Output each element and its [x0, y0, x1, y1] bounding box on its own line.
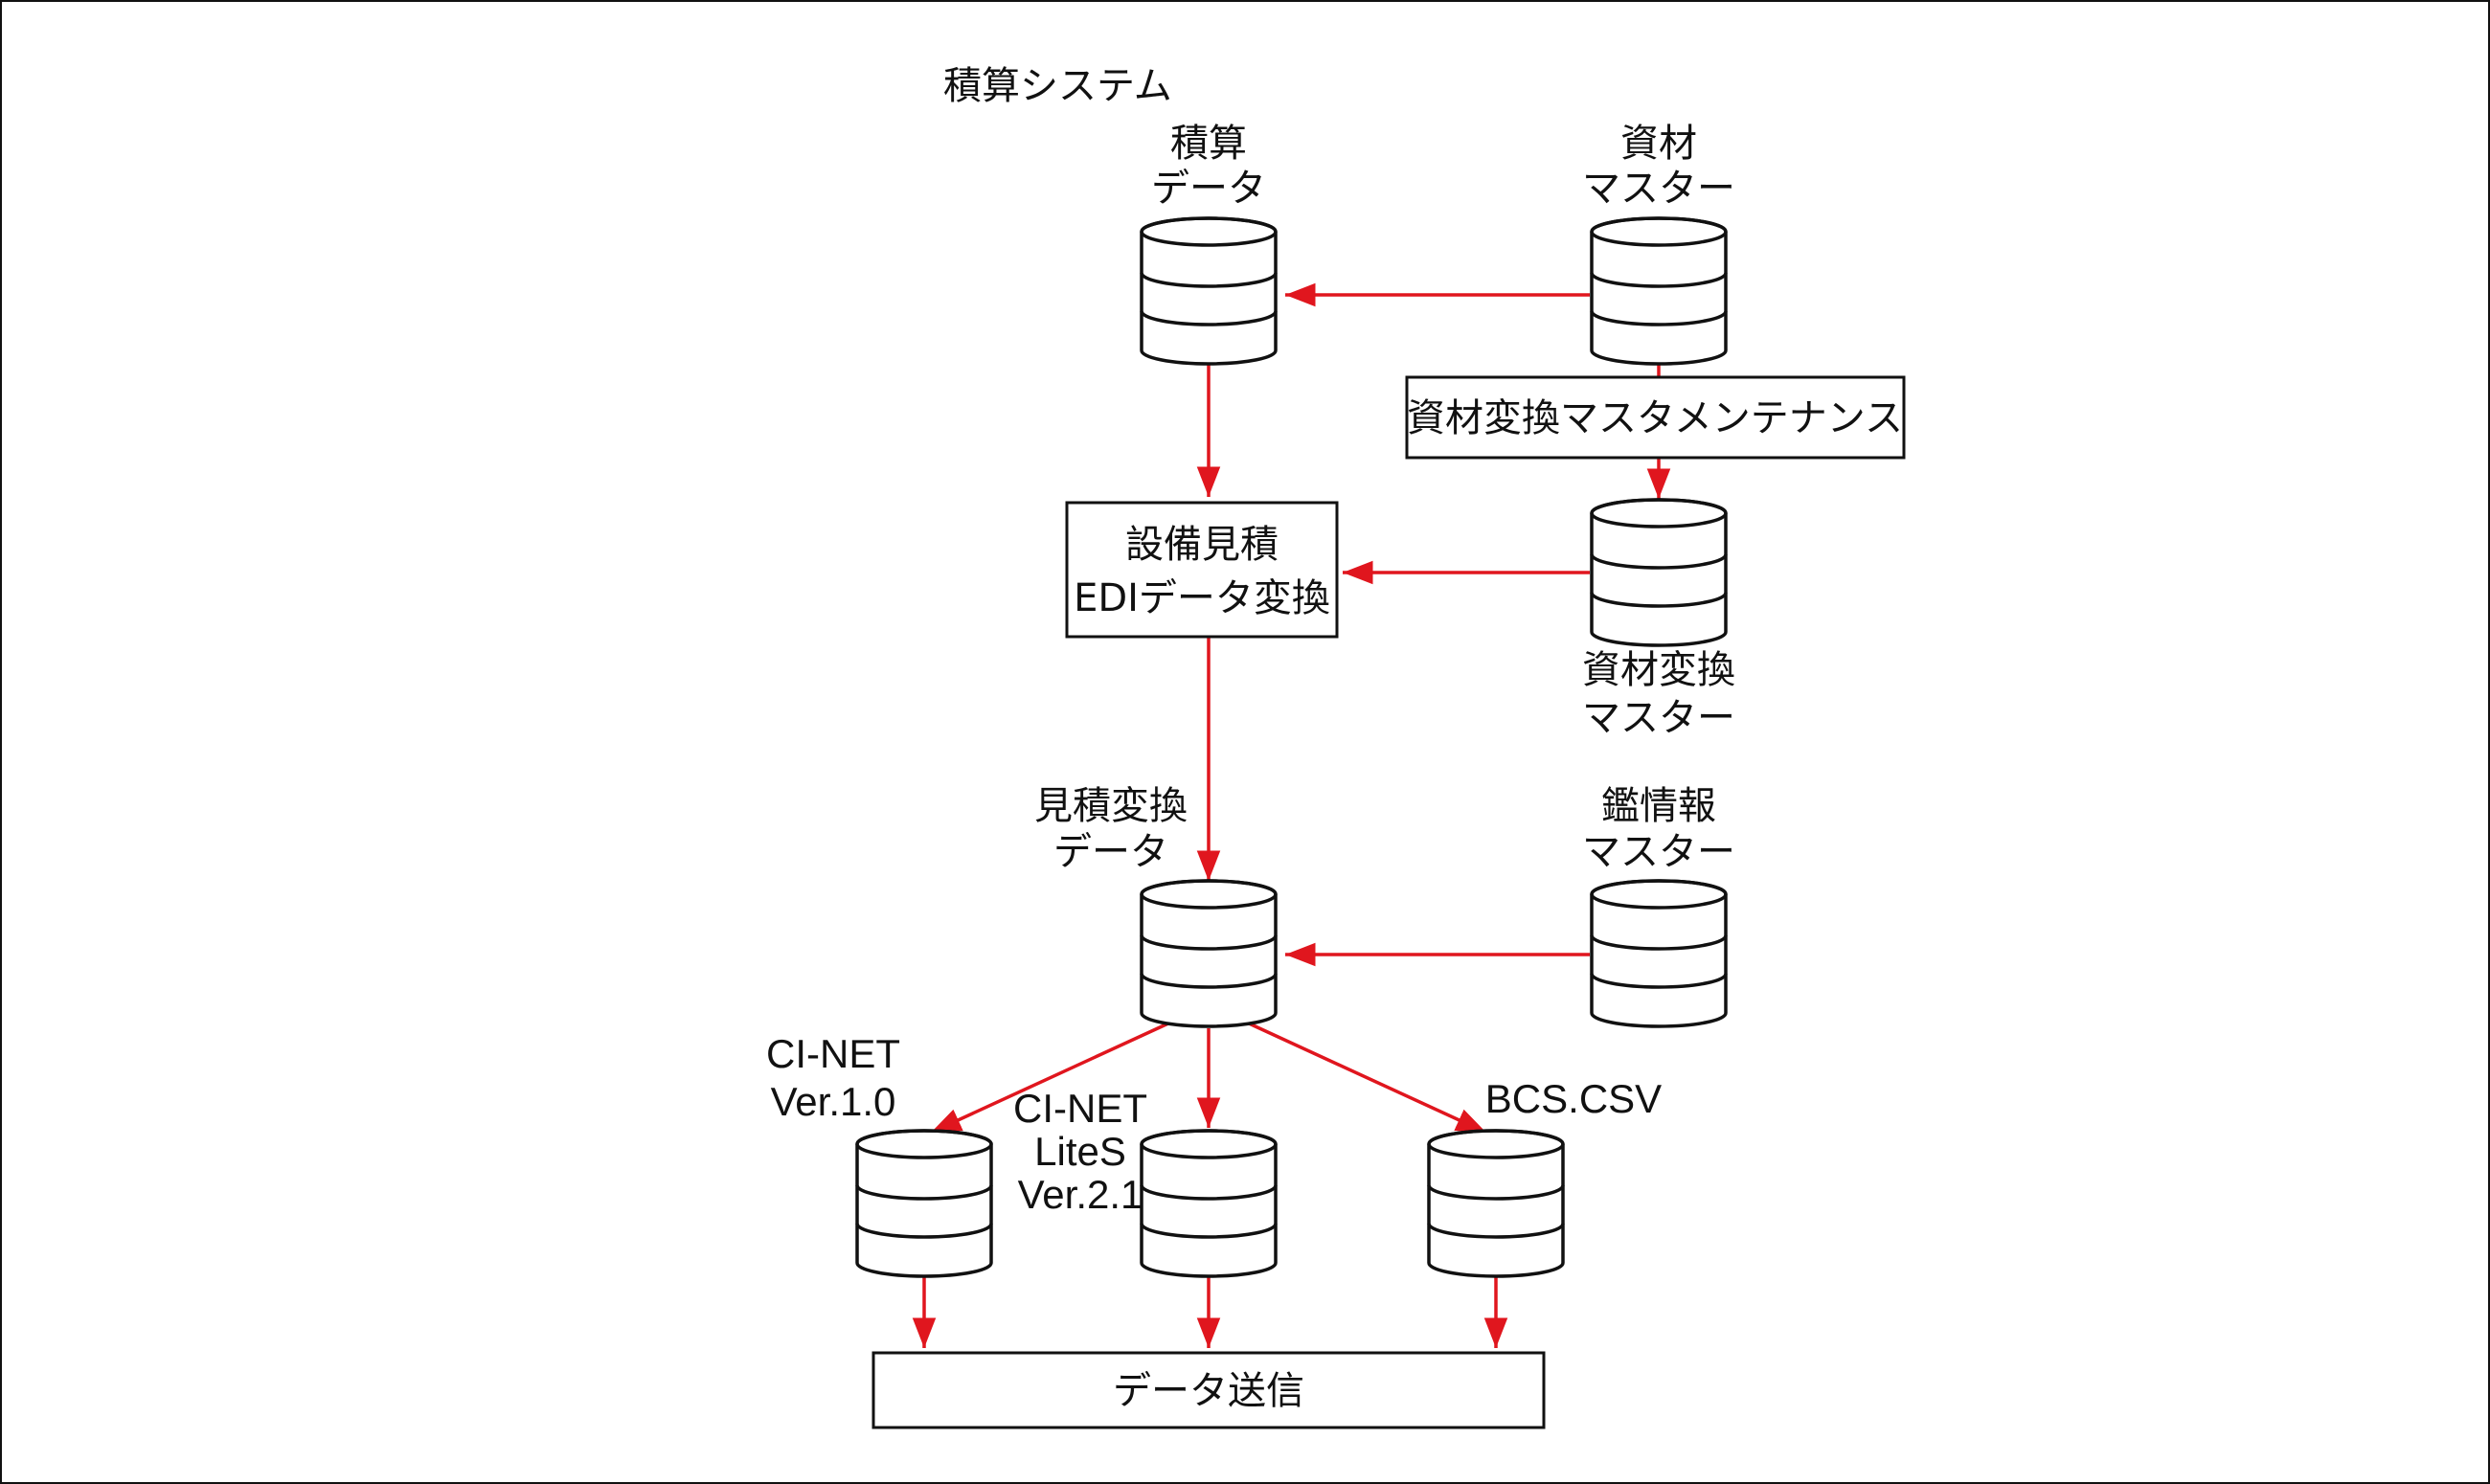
db-sekisan-data: 積算 データ: [1140, 122, 1278, 366]
process-setsubi-mitsumori-edi: 設備見積 EDIデータ変換: [1065, 501, 1339, 639]
db-label: CI-NET: [766, 1031, 900, 1076]
db-mitsumori-henkan-data: 見積変換 データ: [1034, 784, 1278, 1028]
process-shizai-henkan-maintenance: 資材変換マスタメンテナンス: [1405, 375, 1906, 460]
process-label: データ送信: [1113, 1369, 1304, 1413]
db-cinet-v10: CI-NET Ver.1.0: [766, 1031, 993, 1278]
process-label: EDIデータ変換: [1074, 576, 1330, 620]
arrow-mitsumori-to-bcs: [1246, 1021, 1487, 1135]
db-label: 資材変換: [1582, 648, 1735, 692]
db-label: マスター: [1582, 167, 1735, 211]
connectors: [912, 282, 1671, 1348]
process-label: 設備見積: [1125, 523, 1279, 567]
db-cinet-lites-v21: CI-NET LiteS Ver.2.1: [1013, 1086, 1278, 1278]
db-label: マスター: [1582, 830, 1735, 874]
db-label: 鑑情報: [1601, 784, 1716, 828]
process-data-soushin: データ送信: [872, 1351, 1546, 1429]
db-label: CI-NET: [1013, 1086, 1147, 1131]
arrow-mitsumori-to-cinet10: [930, 1021, 1171, 1135]
db-label: 資材: [1620, 122, 1697, 166]
db-label: BCS.CSV: [1485, 1076, 1662, 1121]
db-shizai-master: 資材 マスター: [1582, 122, 1735, 366]
db-label: 積算: [1170, 122, 1247, 166]
db-shizai-henkan-master: 資材変換 マスター: [1582, 498, 1735, 740]
db-kan-jouhou-master: 鑑情報 マスター: [1582, 784, 1735, 1028]
db-label: LiteS: [1034, 1129, 1126, 1174]
db-label: データ: [1053, 830, 1168, 874]
system-title: 積算システム: [943, 64, 1172, 108]
db-label: Ver.1.0: [771, 1079, 896, 1124]
db-bcs-csv: BCS.CSV: [1427, 1076, 1662, 1278]
db-label: データ: [1151, 167, 1266, 211]
db-label: マスター: [1582, 696, 1735, 740]
db-label: Ver.2.1: [1018, 1172, 1143, 1217]
db-label: 見積変換: [1034, 784, 1188, 828]
process-label: 資材変換マスタメンテナンス: [1407, 396, 1903, 440]
